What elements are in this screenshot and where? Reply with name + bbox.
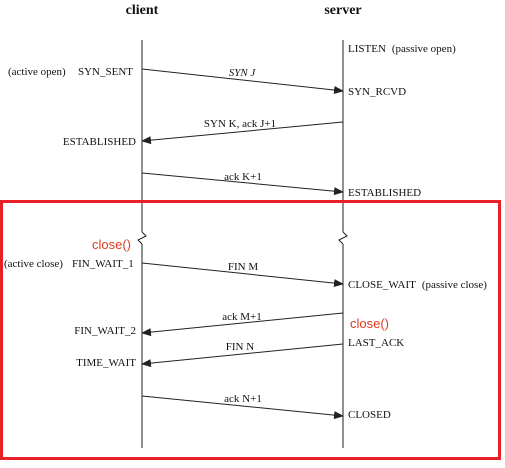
client-active-close-label: (active close) — [4, 258, 63, 270]
ack-n1-label: ack N+1 — [224, 393, 262, 405]
server-last-ack-label: LAST_ACK — [348, 337, 404, 349]
client-syn-sent-label: SYN_SENT — [78, 66, 133, 78]
server-syn-rcvd-label: SYN_RCVD — [348, 86, 406, 98]
fin-n-label: FIN N — [226, 341, 254, 353]
client-established-label: ESTABLISHED — [63, 136, 136, 148]
fin-m-arrow — [141, 262, 344, 288]
server-established-label: ESTABLISHED — [348, 187, 421, 199]
server-closed-label: CLOSED — [348, 409, 391, 421]
ack-m1-arrow — [141, 312, 344, 337]
syn-k-ack-arrow — [141, 121, 344, 145]
syn-j-label: SYN J — [229, 67, 257, 79]
server-close-wait-label: CLOSE_WAIT(passive close) — [348, 279, 487, 291]
server-listen-label: LISTEN(passive open) — [348, 43, 456, 55]
server-lifeline-break — [338, 231, 348, 245]
server-header: server — [324, 3, 361, 18]
ack-n1-arrow — [141, 395, 344, 420]
client-active-open-label: (active open) — [8, 66, 66, 78]
syn-k-ack-label: SYN K, ack J+1 — [204, 118, 276, 130]
connection-termination-highlight — [0, 200, 501, 460]
client-close-call: close() — [92, 237, 131, 252]
ack-m1-label: ack M+1 — [222, 311, 262, 323]
client-time-wait-label: TIME_WAIT — [76, 357, 136, 369]
client-fin-wait-2-label: FIN_WAIT_2 — [74, 325, 136, 337]
fin-n-arrow — [141, 343, 344, 368]
client-lifeline-break — [137, 231, 147, 245]
syn-j-arrow — [141, 68, 344, 94]
server-close-call: close() — [350, 316, 389, 331]
ack-k1-label: ack K+1 — [224, 171, 262, 183]
client-header: client — [126, 3, 159, 18]
client-fin-wait-1-label: FIN_WAIT_1 — [72, 258, 134, 270]
ack-k1-arrow — [141, 172, 344, 196]
fin-m-label: FIN M — [228, 261, 258, 273]
